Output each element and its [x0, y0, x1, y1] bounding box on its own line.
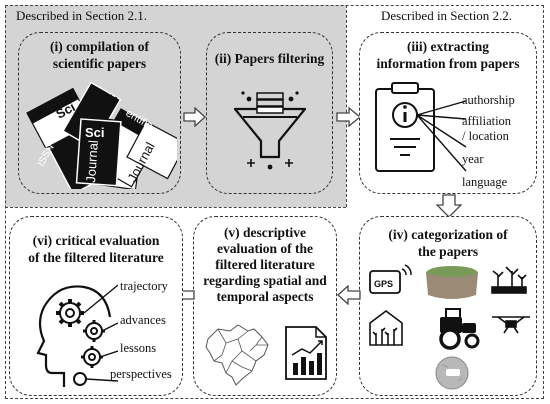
satellite-image-icon [435, 356, 469, 390]
arrow-right-2 [336, 107, 362, 127]
step-v-title-line3: filtered literature [215, 257, 315, 272]
step-iii-title-line2: information from papers [376, 56, 520, 71]
arrow-down [436, 194, 462, 218]
step-i-title-line2: scientific papers [52, 56, 147, 71]
step-i-box: (i) compilation of scientific papers ISS… [18, 32, 181, 194]
section-divider-horizontal [5, 207, 346, 208]
paper-text-sci-2: Sci [85, 125, 105, 140]
gps-text: GPS [374, 279, 393, 289]
arrow-left-1 [337, 285, 361, 305]
label-trajectory: trajectory [120, 279, 168, 293]
step-iii-box: (iii) extracting information from papers… [359, 32, 537, 194]
label-lessons: lessons [120, 341, 157, 355]
section-divider-vertical [346, 5, 347, 207]
step-iv-title-line1: (iv) categorization of [388, 227, 508, 242]
step-v-title-line2: evaluation of the [217, 241, 313, 256]
brazil-map-icon [205, 324, 269, 386]
soil-sample-icon [426, 266, 478, 299]
gps-icon: GPS [369, 264, 412, 294]
clipboard-info-icon [375, 82, 467, 172]
label-year: year [462, 152, 484, 166]
journal-papers-illustration: ISSN Sci entific Journal ISSN Journal Sc… [26, 81, 177, 189]
arrow-right-1 [183, 107, 206, 127]
plants-soil-icon [491, 266, 527, 294]
step-v-box: (v) descriptive evaluation of the filter… [193, 216, 337, 396]
step-iii-title-line1: (iii) extracting [406, 39, 490, 54]
step-i-title-line1: (i) compilation of [50, 39, 149, 54]
drone-icon [492, 316, 530, 334]
step-iv-box: (iv) categorization of the papers GPS [359, 216, 537, 396]
outer-frame [5, 5, 544, 399]
paper-text-issn-2: ISSN [101, 125, 112, 147]
label-affiliation: affiliation [462, 114, 512, 128]
greenhouse-icon [369, 310, 403, 346]
step-v-title-line4: regarding spatial and [203, 273, 327, 288]
label-language: language [462, 175, 508, 189]
label-authorship: authorship [462, 93, 515, 107]
step-ii-title: (ii) Papers filtering [214, 51, 325, 66]
step-vi-box: (vi) critical evaluation of the filtered… [9, 216, 183, 396]
label-location: / location [462, 129, 509, 143]
paper-text-entific-1: entific [89, 92, 119, 106]
categories-icons: GPS [369, 264, 530, 390]
step-vi-title-line1: (vi) critical evaluation [32, 233, 160, 248]
head-gears-icon [36, 284, 118, 387]
step-vi-title-line2: of the filtered literature [28, 250, 164, 265]
section-2-1-label: Described in Section 2.1. [16, 8, 148, 23]
tractor-icon [439, 308, 480, 350]
section-2-2-label: Described in Section 2.2. [381, 8, 513, 23]
step-ii-box: (ii) Papers filtering [206, 32, 333, 194]
step-v-title-line5: temporal aspects [216, 289, 314, 304]
label-advances: advances [120, 313, 166, 327]
filter-funnel-icon [233, 91, 307, 170]
label-perspectives: perspectives [110, 367, 172, 381]
chart-report-icon [285, 326, 327, 380]
step-iv-title-line2: the papers [417, 244, 479, 259]
paper-text-journal-1: Journal [83, 140, 101, 184]
step-v-title-line1: (v) descriptive [223, 225, 307, 240]
